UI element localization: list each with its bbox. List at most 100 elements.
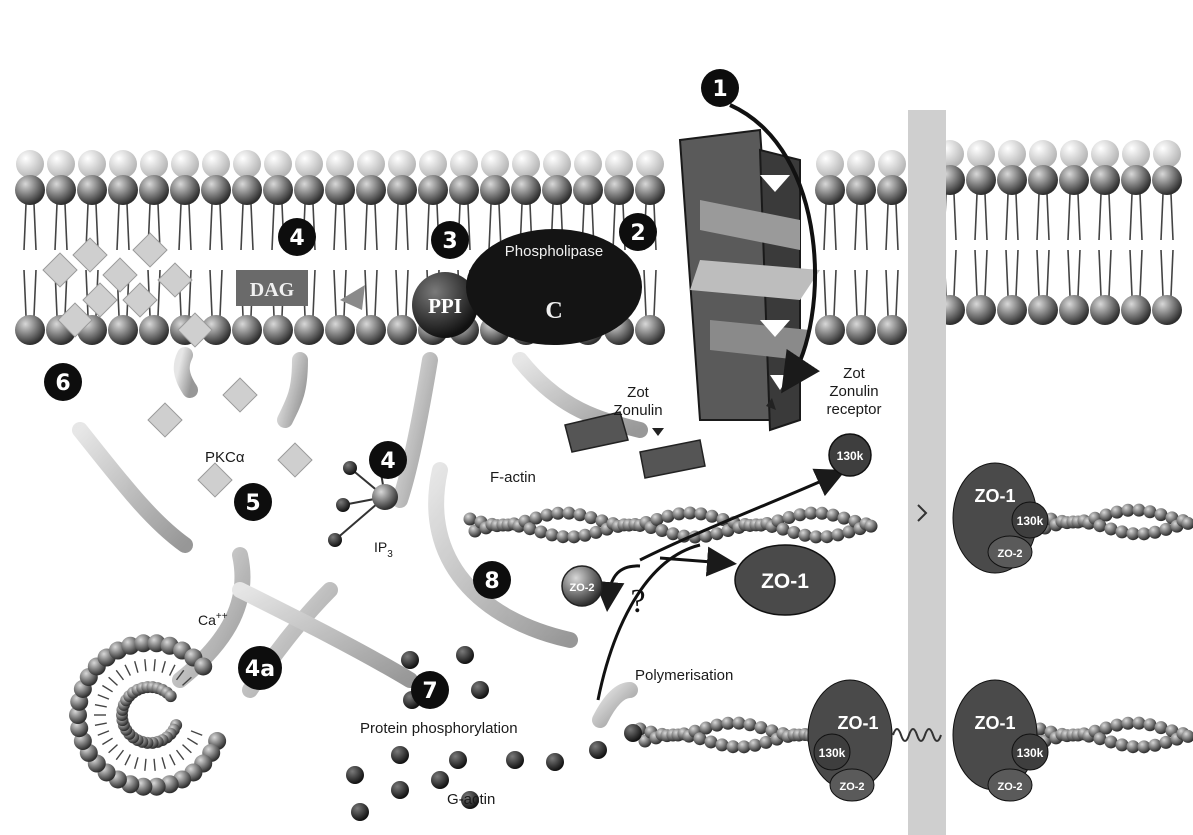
plc-label-line2: C	[545, 298, 562, 324]
lipid-head	[201, 175, 231, 205]
calcium-store-vesicle	[69, 634, 226, 795]
pkc-diamond	[103, 258, 137, 292]
actin-bead	[777, 523, 790, 536]
lipid-head	[966, 165, 996, 195]
lipid-tail	[613, 204, 615, 250]
lipid-tail	[375, 204, 377, 250]
zo1-bottom-right-label: ZO-1	[974, 713, 1015, 733]
lipid-head	[1029, 140, 1057, 168]
zonulin-label: Zonulin	[613, 402, 662, 419]
dag-to-pkc-arrow	[285, 360, 300, 420]
vesicle-lipid-tail	[102, 738, 112, 744]
ip3-label: IP3	[374, 539, 393, 560]
lipid-head	[295, 150, 323, 178]
lipid-head	[1090, 295, 1120, 325]
actin-bead	[546, 528, 559, 541]
step-marker-m2-label: 2	[630, 221, 645, 246]
actin-bead	[716, 738, 729, 751]
lipid-tail	[189, 204, 191, 250]
lipid-tail	[251, 204, 253, 250]
k130-bottom-right-label: 130k	[1017, 746, 1044, 760]
lipid-tail	[396, 204, 398, 250]
lipid-head	[543, 150, 571, 178]
g-actin-monomer	[506, 751, 524, 769]
actin-bead	[568, 530, 581, 543]
lipid-tail	[1016, 250, 1018, 296]
actin-bead	[1100, 509, 1113, 522]
actin-bead	[464, 513, 477, 526]
actin-bead	[744, 718, 757, 731]
lipid-tail	[489, 204, 491, 250]
lipid-head	[1059, 165, 1089, 195]
vesicle-lipid-tail	[162, 661, 165, 673]
lipid-head	[108, 315, 138, 345]
pkc-diamond	[148, 403, 182, 437]
step-marker-m6-label: 6	[55, 371, 70, 396]
lipid-tail	[1140, 194, 1142, 240]
lipid-head	[357, 150, 385, 178]
step-marker-m3-label: 3	[442, 229, 457, 254]
lipid-tail	[365, 270, 367, 316]
vesicle-lipid-tail	[116, 750, 123, 760]
step-marker-m5-label: 5	[245, 491, 260, 516]
actin-bead	[1160, 736, 1173, 749]
vesicle-lipid-tail	[116, 670, 123, 680]
lipid-head	[419, 150, 447, 178]
actin-bead	[667, 527, 680, 540]
lipid-head	[47, 150, 75, 178]
g-actin-monomer	[351, 803, 369, 821]
lipid-tail	[1068, 250, 1070, 296]
actin-bead	[590, 526, 603, 539]
vesicle-lipid-tail	[187, 738, 197, 744]
g-actin-monomer	[546, 753, 564, 771]
lipid-head	[294, 175, 324, 205]
actin-bead	[1116, 525, 1129, 538]
lipid-tail	[210, 204, 212, 250]
pkc-diamond	[43, 253, 77, 287]
actin-bead	[563, 507, 576, 520]
vesicle-lipid-tail	[98, 695, 109, 699]
lipid-head	[967, 140, 995, 168]
gactin-label: G-actin	[447, 791, 495, 808]
lipid-head	[816, 150, 844, 178]
lipid-head	[232, 315, 262, 345]
lipid-tail	[34, 270, 36, 316]
lipid-head	[573, 175, 603, 205]
vesicle-lipid-head	[165, 690, 177, 702]
pkc-diamond	[223, 378, 257, 412]
lipid-head	[847, 150, 875, 178]
lipid-tail	[1006, 250, 1008, 296]
lipid-head	[511, 175, 541, 205]
lipid-tail	[834, 270, 836, 316]
g-actin-monomer	[456, 646, 474, 664]
lipid-tail	[24, 204, 26, 250]
step6-arrow	[80, 430, 185, 545]
actin-bead	[755, 721, 768, 734]
factin-label: F-actin	[490, 469, 536, 486]
lipid-tail	[1171, 194, 1173, 240]
g-actin-monomer	[624, 724, 642, 742]
vesicle-lipid-tail	[170, 665, 175, 676]
lipid-head	[604, 175, 634, 205]
g-actin-monomer	[589, 741, 607, 759]
lipid-tail	[886, 204, 888, 250]
zo1-bottom-left-label: ZO-1	[837, 713, 878, 733]
lipid-tail	[985, 250, 987, 296]
lipid-head	[387, 315, 417, 345]
lipid-head	[877, 315, 907, 345]
receptor-label-zonulin: Zonulin	[829, 383, 878, 400]
pkc-diamond	[278, 443, 312, 477]
lipid-head	[1121, 165, 1151, 195]
lipid-head	[325, 315, 355, 345]
vesicle-lipid-tail	[170, 754, 175, 765]
lipid-tail	[406, 204, 408, 250]
lipid-tail	[344, 270, 346, 316]
lipid-head	[846, 315, 876, 345]
lipid-head	[635, 175, 665, 205]
lipid-head	[170, 175, 200, 205]
lipid-tail	[158, 270, 160, 316]
actin-bead	[579, 529, 592, 542]
lipid-head	[1122, 140, 1150, 168]
lipid-tail	[1078, 194, 1080, 240]
k130-free-label: 130k	[837, 449, 864, 463]
